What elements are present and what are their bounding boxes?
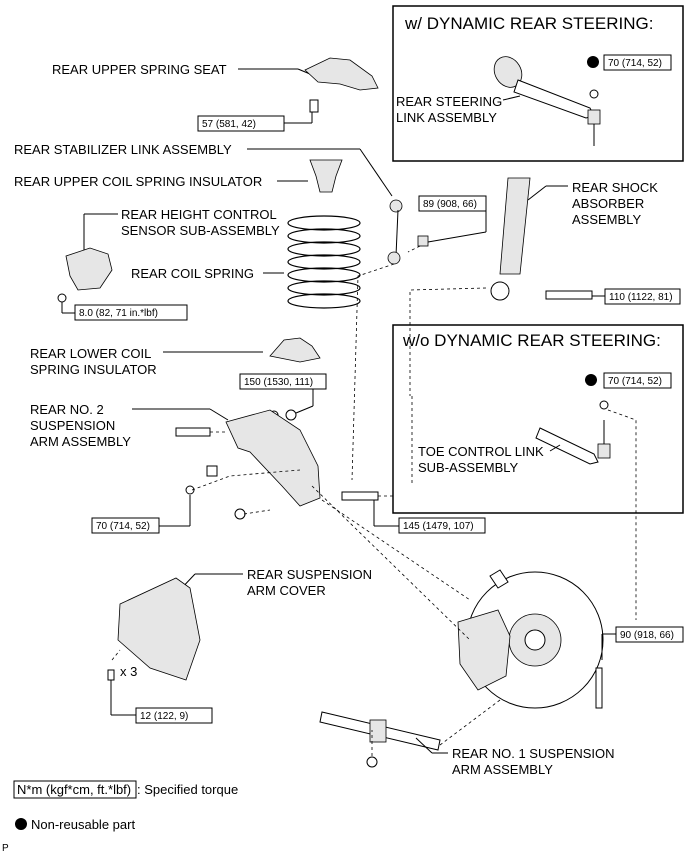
torque-150: 150 (1530, 111) — [244, 377, 313, 388]
shock-absorber-drawing — [499, 177, 531, 275]
coil-spring-drawing — [287, 215, 361, 309]
toe-control-link-drawing — [535, 420, 611, 465]
label-coil-spring: REAR COIL SPRING — [131, 266, 254, 281]
axle-hub-brake-drawing — [457, 569, 604, 709]
label-no1-arm-1: REAR NO. 1 SUSPENSION — [452, 746, 615, 761]
legend-nonreusable: Non-reusable part — [31, 817, 135, 832]
torque-89: 89 (908, 66) — [423, 199, 477, 210]
torque-145: 145 (1479, 107) — [403, 521, 474, 532]
legend-unit: N*m (kgf*cm, ft.*lbf) — [17, 782, 131, 797]
label-arm-cover-2: ARM COVER — [247, 583, 326, 598]
label-no2-arm-3: ARM ASSEMBLY — [30, 434, 131, 449]
label-lower-insulator-1: REAR LOWER COIL — [30, 346, 151, 361]
label-steering-link-1: REAR STEERING — [396, 94, 502, 109]
legend-unit-box — [13, 780, 137, 799]
label-shock-2: ABSORBER — [572, 196, 644, 211]
torque-box-150 — [239, 373, 327, 390]
rear-steering-link-drawing — [493, 56, 601, 146]
torque-70-nodyn: 70 (714, 52) — [608, 376, 662, 387]
torque-110: 110 (1122, 81) — [609, 292, 673, 303]
torque-70-dynamic: 70 (714, 52) — [608, 58, 662, 69]
torque-box-70-dynamic — [603, 54, 672, 71]
label-toe-link-2: SUB-ASSEMBLY — [418, 460, 519, 475]
nonreusable-legend-icon — [15, 818, 27, 830]
torque-8: 8.0 (82, 71 in.*lbf) — [79, 308, 158, 319]
dynamic-steering-box — [392, 5, 684, 162]
torque-box-70-nodyn — [603, 372, 672, 389]
label-shock-3: ASSEMBLY — [572, 212, 641, 227]
label-lower-insulator-2: SPRING INSULATOR — [30, 362, 157, 377]
label-toe-link-1: TOE CONTROL LINK — [418, 444, 544, 459]
legend-unit-desc: : Specified torque — [137, 782, 238, 797]
lower-insulator-drawing — [269, 337, 321, 363]
label-times3: x 3 — [120, 664, 137, 679]
no2-arm-drawing — [225, 409, 321, 507]
label-no2-arm-2: SUSPENSION — [30, 418, 115, 433]
upper-insulator-drawing — [309, 159, 343, 193]
arm-cover-drawing — [117, 577, 201, 681]
label-stabilizer-link: REAR STABILIZER LINK ASSEMBLY — [14, 142, 232, 157]
label-upper-insulator: REAR UPPER COIL SPRING INSULATOR — [14, 174, 262, 189]
torque-box-89 — [418, 195, 487, 212]
label-no1-arm-2: ARM ASSEMBLY — [452, 762, 553, 777]
height-sensor-drawing — [65, 247, 113, 291]
torque-70-arm: 70 (714, 52) — [96, 521, 150, 532]
label-no2-arm-1: REAR NO. 2 — [30, 402, 104, 417]
torque-90: 90 (918, 66) — [620, 630, 674, 641]
label-upper-spring-seat: REAR UPPER SPRING SEAT — [52, 62, 227, 77]
label-shock-1: REAR SHOCK — [572, 180, 658, 195]
no-dynamic-steering-title: w/o DYNAMIC REAR STEERING: — [402, 331, 661, 350]
upper-spring-seat-drawing — [304, 57, 379, 91]
label-height-sensor-1: REAR HEIGHT CONTROL — [121, 207, 277, 222]
label-steering-link-2: LINK ASSEMBLY — [396, 110, 497, 125]
torque-12: 12 (122, 9) — [140, 711, 188, 722]
no-dynamic-steering-box — [392, 324, 684, 514]
label-arm-cover-1: REAR SUSPENSION — [247, 567, 372, 582]
footer-code: P — [2, 843, 9, 854]
alignment-lines — [111, 245, 637, 756]
label-height-sensor-2: SENSOR SUB-ASSEMBLY — [121, 223, 280, 238]
nonreusable-nut-icon — [587, 56, 599, 68]
nonreusable-nut-icon — [585, 374, 597, 386]
no1-arm-drawing — [319, 711, 441, 751]
torque-57: 57 (581, 42) — [202, 119, 256, 130]
stabilizer-link-drawing — [387, 199, 429, 265]
dynamic-steering-title: w/ DYNAMIC REAR STEERING: — [404, 14, 653, 33]
